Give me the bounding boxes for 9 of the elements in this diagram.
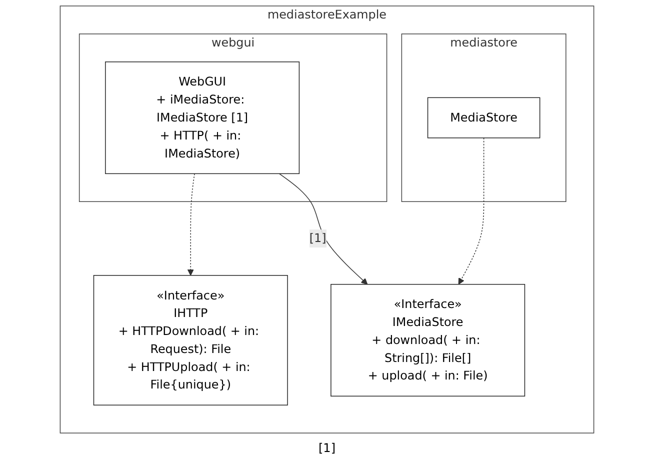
node-box: «Interface» IMediaStore + download( + in: String[]): File[] + upload( + in: File)	[330, 284, 526, 397]
arrow	[187, 173, 195, 276]
node-box: WebGUI + iMediaStore: IMediaStore [1] + HTTP( + in: IMediaStore)	[105, 61, 300, 174]
arrow	[458, 138, 484, 285]
node-box: MediaStore	[427, 97, 540, 138]
node-box: «Interface» IHTTP + HTTPDownload( + in: Request): File + HTTPUpload( + in: File{unique})	[93, 275, 288, 406]
multiplicity-label: [1]	[318, 441, 336, 455]
arrow	[278, 173, 368, 285]
edge-label: [1]	[309, 231, 326, 246]
